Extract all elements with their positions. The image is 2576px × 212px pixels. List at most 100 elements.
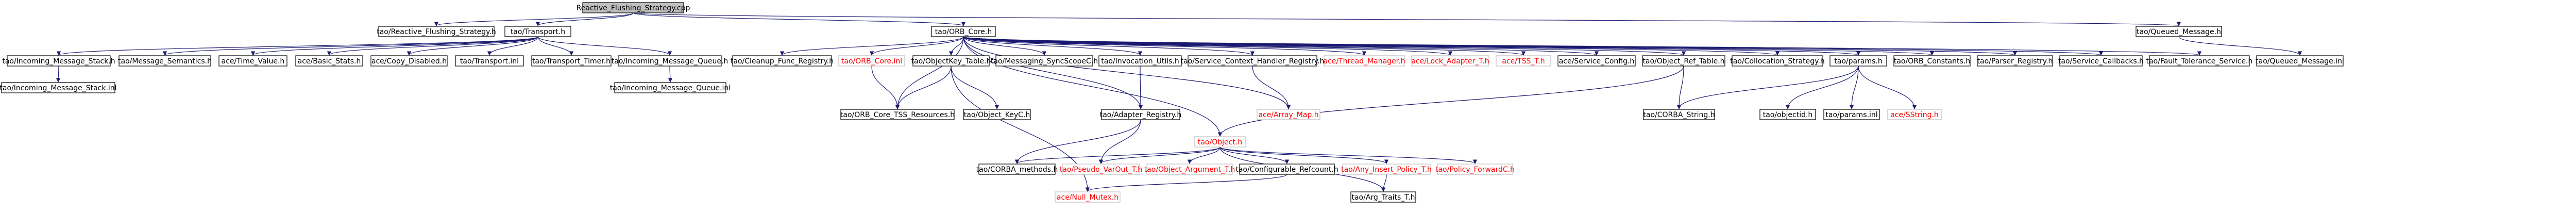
edge-transport_h-to-transport_timer_h xyxy=(537,36,574,56)
node-objectid-h[interactable]: tao/objectid.h xyxy=(1759,109,1816,120)
node-corba-string-h[interactable]: tao/CORBA_String.h xyxy=(1643,109,1715,120)
node-scr-h[interactable]: tao/Service_Context_Handler_Registry.h xyxy=(1181,55,1325,67)
edge-object_h-to-policy_fwd_h xyxy=(1219,146,1477,164)
node-label: tao/Policy_ForwardC.h xyxy=(1435,166,1515,174)
node-svc-config-h[interactable]: ace/Service_Config.h xyxy=(1557,55,1636,67)
node-box xyxy=(1977,55,2053,67)
node-time-value-h[interactable]: ace/Time_Value.h xyxy=(218,55,287,67)
node-label: tao/CORBA_methods.h xyxy=(976,166,1058,174)
node-pseudo-varout-h[interactable]: tao/Pseudo_VarOut_T.h xyxy=(1060,164,1142,175)
node-collocation-h[interactable]: tao/Collocation_Strategy.h xyxy=(1730,55,1825,67)
node-box xyxy=(531,55,612,67)
node-arg-traits-h[interactable]: tao/Arg_Traits_T.h xyxy=(1350,191,1416,203)
edge-configurable_h-to-null_mutex_h xyxy=(1085,174,1287,192)
node-rfs-h[interactable]: tao/Reactive_Flushing_Strategy.h xyxy=(377,26,496,37)
node-parser-reg-h[interactable]: tao/Parser_Registry.h xyxy=(1977,55,2053,67)
node-basic-stats-h[interactable]: ace/Basic_Stats.h xyxy=(295,55,363,67)
edge-root-to-transport_h xyxy=(535,12,634,26)
node-box xyxy=(1055,191,1121,203)
node-orb-constants-h[interactable]: tao/ORB_Constants.h xyxy=(1893,55,1971,67)
node-configurable-h[interactable]: tao/Configurable_Refcount.h xyxy=(1235,164,1338,175)
edge-transport_h-to-time_value_h xyxy=(251,36,538,56)
node-null-mutex-h[interactable]: ace/Null_Mutex.h xyxy=(1055,191,1121,203)
node-box xyxy=(378,26,495,37)
node-box xyxy=(1342,164,1431,175)
edge-orb_core_h-to-adapter_reg_h xyxy=(963,36,1143,109)
node-box xyxy=(2256,55,2344,67)
node-box xyxy=(618,55,722,67)
node-msg-sem-h[interactable]: tao/Message_Semantics.h xyxy=(118,55,212,67)
edge-objectkey_h-to-orb_core_tss_h xyxy=(895,66,952,109)
node-transport-timer-h[interactable]: tao/Transport_Timer.h xyxy=(531,55,612,67)
node-tss-t-h[interactable]: ace/TSS_T.h xyxy=(1496,55,1551,67)
node-policy-fwd-h[interactable]: tao/Policy_ForwardC.h xyxy=(1435,164,1515,175)
node-label: tao/Parser_Registry.h xyxy=(1977,57,2053,66)
node-transport-h[interactable]: tao/Transport.h xyxy=(504,26,571,37)
node-fault-tol-h[interactable]: tao/Fault_Tolerance_Service.h xyxy=(2146,55,2253,67)
node-sstring-h[interactable]: ace/SString.h xyxy=(1887,109,1942,120)
node-corba-methods-h[interactable]: tao/CORBA_methods.h xyxy=(976,164,1058,175)
node-params-inl[interactable]: tao/params.inl xyxy=(1823,109,1880,120)
edge-orb_core_h-to-cleanup_h xyxy=(779,36,964,56)
node-box xyxy=(614,82,726,93)
node-invocation-h[interactable]: tao/Invocation_Utils.h xyxy=(1098,55,1182,67)
node-imq-inl[interactable]: tao/Incoming_Message_Queue.inl xyxy=(610,82,731,93)
node-copy-disabled-h[interactable]: ace/Copy_Disabled.h xyxy=(370,55,448,67)
node-object-keyc-h[interactable]: tao/Object_KeyC.h xyxy=(963,109,1031,120)
node-box xyxy=(963,109,1031,120)
node-label: tao/Arg_Traits_T.h xyxy=(1351,193,1415,202)
node-obj-arg-t-h[interactable]: tao/Object_Argument_T.h xyxy=(1144,164,1235,175)
edge-orb_core_h-to-orb_core_tss_h xyxy=(895,36,964,109)
node-imq-h[interactable]: tao/Incoming_Message_Queue.h xyxy=(612,55,728,67)
node-thread-mgr-h[interactable]: ace/Thread_Manager.h xyxy=(1324,55,1405,67)
node-label: ace/Lock_Adapter_T.h xyxy=(1411,57,1489,66)
edge-orb_core_h-to-msg_sync_h xyxy=(963,36,1047,56)
node-orb-core-tss-h[interactable]: tao/ORB_Core_TSS_Resources.h xyxy=(840,109,955,120)
node-any-insert-h[interactable]: tao/Any_Insert_Policy_T.h xyxy=(1341,164,1432,175)
edge-transport_h-to-imq_h xyxy=(537,36,672,56)
node-box xyxy=(582,2,684,13)
node-adapter-reg-h[interactable]: tao/Adapter_Registry.h xyxy=(1100,109,1182,120)
node-box xyxy=(1437,164,1513,175)
node-array-map-h[interactable]: ace/Array_Map.h xyxy=(1257,109,1320,120)
node-box xyxy=(1146,164,1233,175)
node-svc-callbacks-h[interactable]: tao/Service_Callbacks.h xyxy=(2058,55,2144,67)
node-ims-h[interactable]: tao/Incoming_Message_Stack.h xyxy=(2,55,115,67)
node-transport-inl[interactable]: tao/Transport.inl xyxy=(455,55,524,67)
node-object-h[interactable]: tao/Object.h xyxy=(1194,136,1246,148)
node-box xyxy=(1239,164,1335,175)
edge-layer xyxy=(56,12,2302,192)
node-box xyxy=(1350,191,1416,203)
node-label: tao/Object_Ref_Table.h xyxy=(1642,57,1724,66)
edge-orb_core_h-to-thread_mgr_h xyxy=(963,36,1366,56)
edge-transport_h-to-basic_stats_h xyxy=(327,36,538,56)
node-label: tao/ObjectKey_Table.h xyxy=(911,57,991,66)
edge-adapter_reg_h-to-corba_methods_h xyxy=(1014,119,1141,164)
node-label: tao/Service_Context_Handler_Registry.h xyxy=(1181,57,1325,66)
edge-root-to-rfs_h xyxy=(434,12,634,26)
node-box xyxy=(370,55,448,67)
node-box xyxy=(1,82,115,93)
node-box xyxy=(2149,55,2250,67)
node-label: tao/Queued_Message.h xyxy=(2137,28,2221,36)
node-params-h[interactable]: tao/params.h xyxy=(1829,55,1887,67)
node-label: ace/Service_Config.h xyxy=(1559,57,1635,66)
node-ims-inl[interactable]: tao/Incoming_Message_Stack.inl xyxy=(0,82,117,93)
node-queued-message-h[interactable]: tao/Queued_Message.h xyxy=(2136,26,2222,37)
edge-obj_ref_table_h-to-corba_string_h xyxy=(1676,66,1684,109)
node-orb-core-h[interactable]: tao/ORB_Core.h xyxy=(931,26,996,37)
edge-transport_h-to-msg_sem_h xyxy=(163,36,538,56)
node-label: tao/Message_Semantics.h xyxy=(118,57,212,66)
edge-params_h-to-sstring_h xyxy=(1858,66,1917,109)
node-cleanup-h[interactable]: tao/Cleanup_Func_Registry.h xyxy=(731,55,834,67)
node-box xyxy=(1324,55,1405,67)
node-label: tao/Pseudo_VarOut_T.h xyxy=(1060,166,1142,174)
node-obj-ref-table-h[interactable]: tao/Object_Ref_Table.h xyxy=(1642,55,1725,67)
node-orb-core-inl[interactable]: tao/ORB_Core.inl xyxy=(838,55,905,67)
node-msg-sync-h[interactable]: tao/Messaging_SyncScopeC.h xyxy=(991,55,1098,67)
edge-params_h-to-objectid_h xyxy=(1785,66,1859,109)
edge-invocation_h-to-adapter_reg_h xyxy=(1138,66,1143,109)
node-queued-message-inl[interactable]: tao/Queued_Message.inl xyxy=(2256,55,2344,67)
node-lock-adapter-h[interactable]: ace/Lock_Adapter_T.h xyxy=(1411,55,1489,67)
node-objectkey-h[interactable]: tao/ObjectKey_Table.h xyxy=(911,55,991,67)
